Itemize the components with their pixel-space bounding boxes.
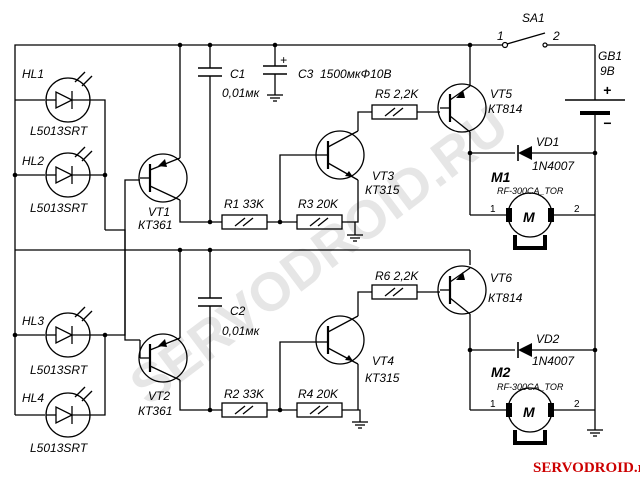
hl3-part: L5013SRT (30, 363, 89, 377)
transistor-vt6: VT6 КТ814 (437, 265, 523, 410)
vt2-label: VT2 (148, 389, 170, 403)
vt3-part: КТ315 (365, 183, 400, 197)
r1-label: R1 33K (224, 197, 265, 211)
c3-value: 1500мкФ10В (320, 67, 391, 81)
m2-pin2: 2 (574, 399, 580, 410)
led-string-bottom (12, 179, 140, 416)
r4-label: R4 20K (298, 387, 339, 401)
transistor-vt1: VT1 КТ361 (138, 45, 222, 232)
m1-model: RF-300CA_TOR (497, 186, 564, 196)
r5-label: R5 2,2K (375, 87, 419, 101)
led-hl2: HL2 L5013SRT (22, 146, 93, 215)
vd1-part: 1N4007 (532, 159, 575, 173)
vt4-part: КТ315 (365, 371, 400, 385)
c3-label: C3 (298, 67, 314, 81)
m2-pin1: 1 (490, 399, 496, 410)
vt3-label: VT3 (372, 169, 394, 183)
gb1-voltage: 9В (600, 64, 615, 78)
motor-m1: M M1 RF-300CA_TOR 1 2 (470, 169, 595, 250)
transistor-vt4: VT4 КТ315 (315, 291, 400, 410)
m2-model: RF-300CA_TOR (497, 382, 564, 392)
capacitor-c1: C1 0,01мк (198, 45, 261, 225)
transistor-vt3: VT3 КТ315 (315, 111, 400, 223)
led-hl1: HL1 L5013SRT (22, 67, 93, 138)
m2-label: M2 (491, 364, 511, 380)
resistor-r1: R1 33K (221, 197, 268, 230)
hl2-label: HL2 (22, 154, 44, 168)
hl3-label: HL3 (22, 314, 44, 328)
vt1-part: КТ361 (138, 218, 172, 232)
m2-symbol: M (523, 404, 535, 420)
led-hl3: HL3 L5013SRT (22, 306, 93, 377)
resistor-r2: R2 33K (221, 387, 268, 418)
top-rail (12, 42, 596, 265)
transistor-vt2: VT2 КТ361 (138, 250, 222, 418)
motor-m2: M M2 RF-300CA_TOR 1 2 (470, 364, 595, 445)
vt1-label: VT1 (148, 205, 170, 219)
vt5-part: КТ814 (488, 102, 523, 116)
led-hl4: HL4 L5013SRT (22, 386, 93, 455)
m1-pin2: 2 (574, 204, 580, 215)
gb1-minus: − (603, 115, 611, 131)
gb1-label: GB1 (598, 49, 622, 63)
transistor-vt5: VT5 КТ814 (437, 80, 523, 215)
hl2-part: L5013SRT (30, 201, 89, 215)
diode-vd2: VD2 1N4007 (470, 332, 595, 368)
vd2-part: 1N4007 (532, 354, 575, 368)
m1-label: M1 (491, 169, 511, 185)
r3-label: R3 20K (298, 197, 339, 211)
hl4-label: HL4 (22, 391, 44, 405)
switch-sa1: SA1 1 2 (497, 11, 560, 49)
c1-label: C1 (230, 67, 245, 81)
gb1-plus: + (603, 82, 611, 98)
battery-gb1: GB1 9В + − (565, 49, 625, 437)
c2-value: 0,01мк (222, 324, 261, 338)
resistor-r4: R4 20K (296, 387, 343, 418)
vt6-label: VT6 (490, 271, 512, 285)
m1-symbol: M (523, 209, 535, 225)
vt2-part: КТ361 (138, 404, 172, 418)
vd1-label: VD1 (536, 135, 559, 149)
r6-label: R6 2,2K (375, 269, 419, 283)
sa1-label: SA1 (522, 11, 545, 25)
sa1-pin1: 1 (497, 29, 504, 43)
vd2-label: VD2 (536, 332, 560, 346)
m1-pin1: 1 (490, 204, 496, 215)
vt5-label: VT5 (490, 87, 512, 101)
diode-vd1: VD1 1N4007 (470, 135, 595, 173)
hl1-label: HL1 (22, 67, 44, 81)
site-label[interactable]: SERVODROID.ru (533, 460, 640, 476)
sa1-pin2: 2 (552, 29, 560, 43)
resistor-r5: R5 2,2K (371, 87, 440, 120)
hl4-part: L5013SRT (30, 441, 89, 455)
capacitor-c3: + C3 1500мкФ10В (263, 45, 391, 102)
c3-plus: + (280, 53, 287, 67)
capacitor-c2: C2 0,01мк (198, 250, 261, 413)
c2-label: C2 (230, 304, 246, 318)
resistor-r6: R6 2,2K (371, 269, 440, 300)
vt6-part: КТ814 (488, 291, 523, 305)
wire-r4-gnd-bottom (277, 341, 369, 429)
vt4-label: VT4 (372, 354, 394, 368)
r2-label: R2 33K (224, 387, 265, 401)
c1-value: 0,01мк (222, 86, 261, 100)
hl1-part: L5013SRT (30, 124, 89, 138)
